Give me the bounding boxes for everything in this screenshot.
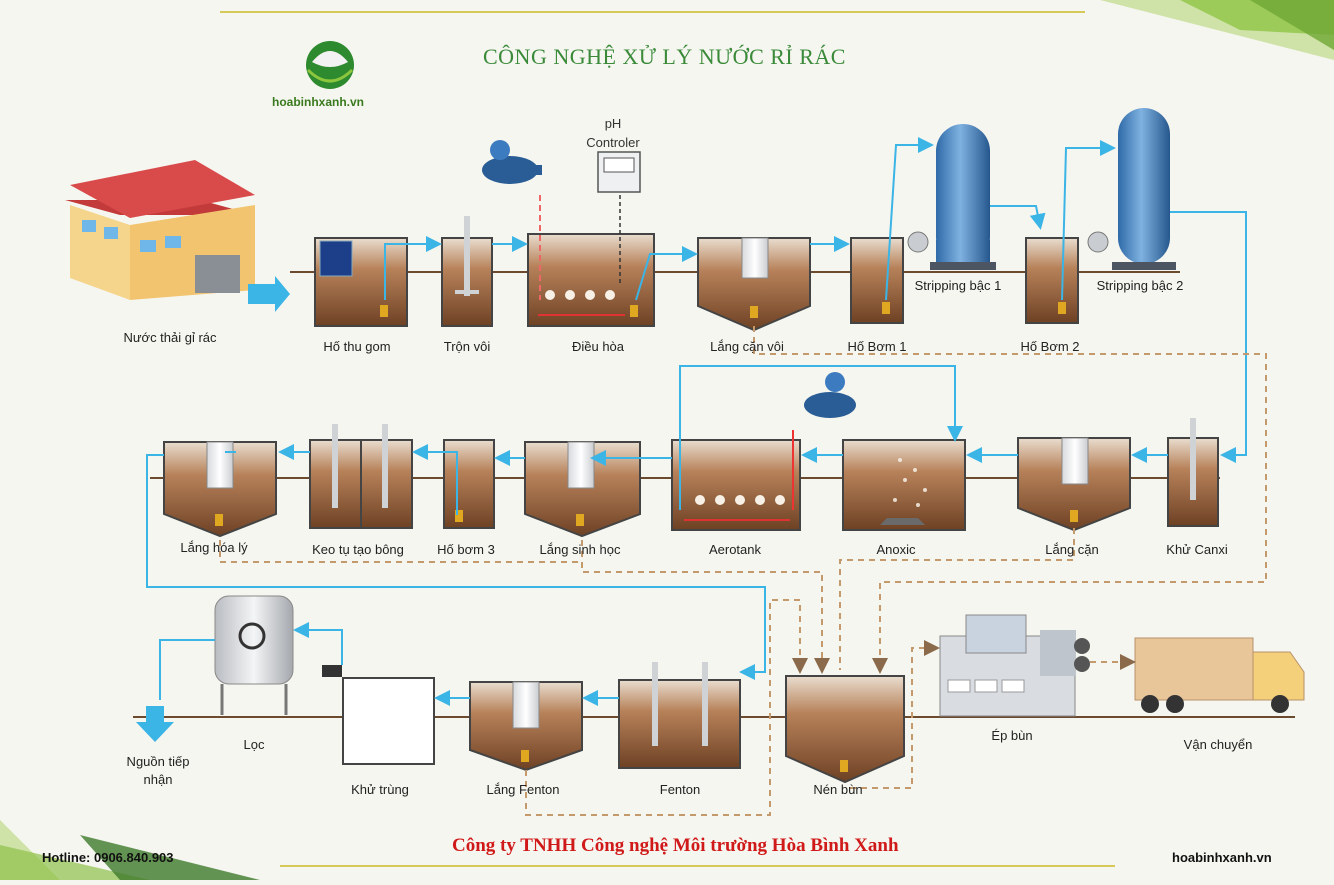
tank-nen-bun: [785, 675, 905, 784]
outlet-arrow: [136, 706, 174, 742]
ph-controller-label: pH Controler: [578, 114, 648, 152]
label-lang-can-voi: Lắng cặn vôi: [710, 339, 784, 354]
tank-lang-fenton: [469, 681, 583, 772]
tank-lang-sinh-hoc: [524, 441, 641, 538]
tank-ho-thu-gom: [314, 237, 408, 327]
footer-website: hoabinhxanh.vn: [1172, 850, 1272, 865]
label-lang-sinh-hoc: Lắng sinh học: [539, 542, 621, 557]
tank-ho-bom-2: [1025, 237, 1079, 324]
corner-decoration-top-right: [1100, 0, 1334, 60]
row3-water-flows: [159, 622, 619, 706]
ph-label-line1: pH: [604, 116, 622, 131]
tank-lang-hoa-ly: [163, 441, 277, 538]
transport-truck: [1134, 637, 1305, 713]
sludge-flows: [219, 326, 1267, 816]
label-aerotank: Aerotank: [708, 542, 762, 557]
row2-water-flows: [146, 365, 1168, 680]
filter-vessel: [214, 595, 294, 715]
label-van-chuyen: Vận chuyển: [1183, 737, 1253, 752]
label-tron-voi: Trộn vôi: [443, 339, 491, 354]
label-stripping-1: Stripping bậc 1: [914, 278, 1002, 293]
label-ho-bom-1: Hố Bơm 1: [847, 339, 907, 354]
label-keo-tu: Keo tụ tạo bông: [312, 542, 404, 557]
corner-decoration-bottom-left: [0, 820, 260, 880]
label-nen-bun: Nén bùn: [813, 782, 863, 797]
label-loc: Lọc: [243, 737, 265, 752]
label-lang-can: Lắng cặn: [1045, 542, 1099, 557]
label-source: Nước thải gỉ rác: [123, 330, 217, 345]
tank-dieu-hoa: [527, 195, 655, 327]
label-ho-thu-gom: Hố thu gom: [323, 339, 391, 354]
tank-aerotank: [671, 430, 801, 531]
tank-lang-can-voi: [697, 237, 811, 332]
stripping-tower-1: [907, 124, 996, 270]
label-nguon-tiep-nhan-line2: nhận: [143, 772, 173, 787]
tank-ho-bom-3: [443, 439, 495, 529]
footer-company-name: Công ty TNHH Công nghệ Môi trường Hòa Bì…: [452, 835, 899, 856]
label-stripping-2: Stripping bậc 2: [1096, 278, 1184, 293]
tank-lang-can: [1017, 437, 1131, 532]
sludge-press-machine: [939, 614, 1090, 717]
label-khu-trung: Khử trùng: [351, 782, 409, 797]
label-lang-hoa-ly: Lắng hóa lý: [180, 540, 248, 555]
tank-khu-canxi: [1167, 418, 1219, 527]
label-nguon-tiep-nhan-line1: Nguồn tiếp: [126, 754, 190, 769]
tank-tron-voi: [441, 216, 493, 327]
label-dieu-hoa: Điều hòa: [571, 339, 625, 354]
tank-khu-trung: [322, 665, 435, 765]
tank-fenton: [618, 662, 741, 769]
air-blower-2: [804, 372, 856, 418]
company-logo: [306, 41, 354, 89]
label-ho-bom-3: Hố bơm 3: [437, 542, 495, 557]
ph-label-line2: Controler: [586, 135, 640, 150]
label-fenton: Fenton: [659, 782, 701, 797]
stripping-tower-2: [1087, 108, 1176, 270]
air-blower-1: [482, 140, 542, 184]
logo-text: hoabinhxanh.vn: [272, 95, 365, 109]
tank-ho-bom-1: [850, 237, 904, 324]
label-lang-fenton: Lắng Fenton: [486, 782, 560, 797]
label-khu-canxi: Khử Canxi: [1166, 542, 1228, 557]
page-title: CÔNG NGHỆ XỬ LÝ NƯỚC RỈ RÁC: [483, 44, 846, 69]
footer-hotline: Hotline: 0906.840.903: [42, 850, 174, 865]
label-ep-bun: Ép bùn: [991, 728, 1033, 743]
tank-keo-tu-tao-bong: [309, 424, 413, 529]
label-anoxic: Anoxic: [876, 542, 916, 557]
factory-building: [65, 160, 255, 300]
label-ho-bom-2: Hố Bơm 2: [1020, 339, 1080, 354]
inlet-arrow: [248, 276, 290, 312]
row1-water-flows: [384, 137, 1247, 463]
tank-anoxic: [842, 439, 966, 531]
ph-controller: [597, 151, 641, 285]
